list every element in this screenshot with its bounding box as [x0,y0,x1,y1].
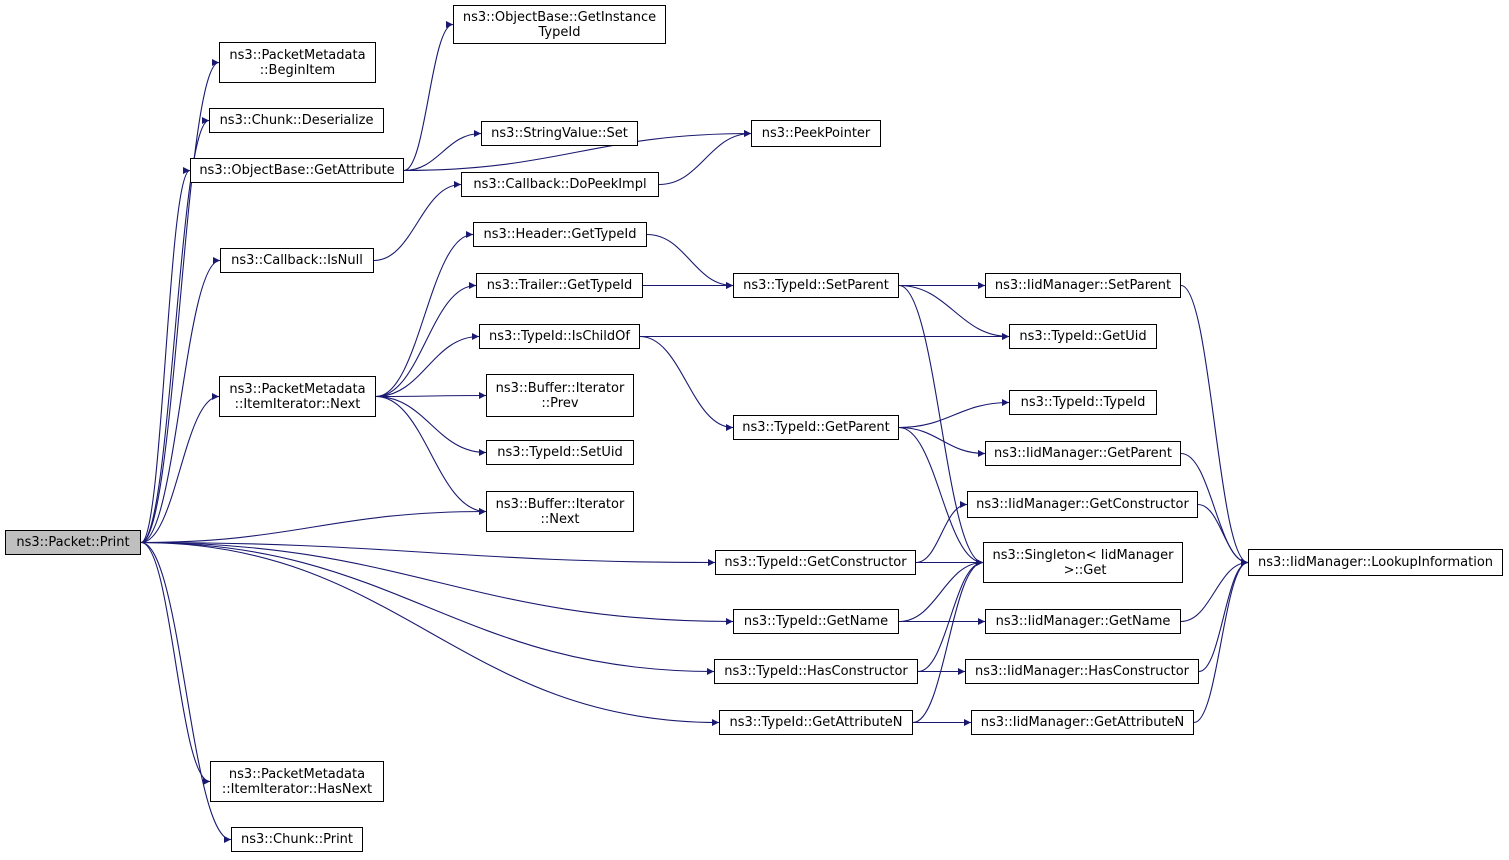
edge-itemnext-to-bufnext [375,395,487,515]
edge-iid-setparent-to-lookupinformation [1180,284,1249,566]
edge-getparent-to-typeidctor [898,399,1010,429]
node-stringset[interactable]: ns3::StringValue::Set [481,121,638,146]
node-itemnext[interactable]: ns3::PacketMetadata ::ItemIterator::Next [219,376,376,417]
node-getparent[interactable]: ns3::TypeId::GetParent [733,415,899,440]
edge-getparent-to-iid-getparent [898,426,986,457]
edge-getattribute-to-stringset [403,130,482,172]
edge-setparent-to-getuid [898,284,1010,340]
node-getconstructor[interactable]: ns3::TypeId::GetConstructor [715,550,916,575]
edge-print-to-chunkprint [140,541,232,843]
node-dopeekimpl[interactable]: ns3::Callback::DoPeekImpl [461,172,659,197]
edge-iid-getconstructor-to-lookupinformation [1197,503,1249,566]
node-beginitem[interactable]: ns3::PacketMetadata ::BeginItem [219,42,376,83]
node-getattribute[interactable]: ns3::ObjectBase::GetAttribute [190,158,404,183]
edge-print-to-beginitem [140,59,220,544]
node-iid-setparent[interactable]: ns3::IidManager::SetParent [985,273,1181,298]
node-headergettypeid[interactable]: ns3::Header::GetTypeId [473,222,647,247]
node-bufnext[interactable]: ns3::Buffer::Iterator ::Next [486,491,634,532]
node-getuid[interactable]: ns3::TypeId::GetUid [1009,324,1157,349]
node-peekpointer[interactable]: ns3::PeekPointer [751,120,881,147]
node-getname[interactable]: ns3::TypeId::GetName [733,609,899,634]
node-iid-getattributen[interactable]: ns3::IidManager::GetAttributeN [971,710,1194,735]
edge-getattribute-to-peekpointer [403,130,752,172]
node-isnull[interactable]: ns3::Callback::IsNull [220,248,374,273]
edge-headergettypeid-to-setparent [646,233,734,289]
node-bufprev[interactable]: ns3::Buffer::Iterator ::Prev [486,374,634,417]
edge-itemnext-to-bufprev [375,392,487,400]
node-iid-getname[interactable]: ns3::IidManager::GetName [985,609,1181,634]
edge-print-to-bufnext [140,508,487,544]
edge-iid-getattributen-to-lookupinformation [1193,559,1249,724]
edge-itemnext-to-setuid [375,395,487,456]
edge-print-to-getattributen [140,541,720,726]
node-getinstancetypeid[interactable]: ns3::ObjectBase::GetInstance TypeId [453,5,666,44]
edge-print-to-getconstructor [140,541,716,566]
edge-print-to-getname [140,541,734,625]
edge-print-to-deserialize [140,117,210,544]
node-print[interactable]: ns3::Packet::Print [5,530,141,555]
edge-ischildof-to-getparent [639,335,734,431]
edge-print-to-isnull [140,257,221,544]
node-typeidctor[interactable]: ns3::TypeId::TypeId [1009,390,1157,415]
node-setparent[interactable]: ns3::TypeId::SetParent [733,273,899,298]
node-ischildof[interactable]: ns3::TypeId::IsChildOf [479,324,640,349]
node-trailergettypeid[interactable]: ns3::Trailer::GetTypeId [476,273,643,298]
node-hasnext[interactable]: ns3::PacketMetadata ::ItemIterator::HasN… [210,761,384,802]
node-getattributen[interactable]: ns3::TypeId::GetAttributeN [719,710,913,735]
edge-print-to-itemnext [140,393,220,544]
edge-isnull-to-dopeekimpl [373,181,462,262]
edge-hasconstructor-to-singletonget [917,559,984,673]
node-deserialize[interactable]: ns3::Chunk::Deserialize [209,108,384,133]
node-lookupinformation[interactable]: ns3::IidManager::LookupInformation [1248,549,1503,576]
node-singletonget[interactable]: ns3::Singleton< IidManager >::Get [983,542,1183,583]
edge-itemnext-to-ischildof [375,333,480,398]
edge-itemnext-to-trailergettypeid [375,282,477,398]
node-chunkprint[interactable]: ns3::Chunk::Print [231,827,363,852]
edge-itemnext-to-headergettypeid [375,231,474,398]
node-setuid[interactable]: ns3::TypeId::SetUid [486,440,634,465]
node-hasconstructor[interactable]: ns3::TypeId::HasConstructor [714,659,918,684]
node-iid-getconstructor[interactable]: ns3::IidManager::GetConstructor [967,491,1198,518]
edge-getattribute-to-getinstancetypeid [403,21,454,172]
edge-setparent-to-singletonget [898,284,984,566]
edge-getattributen-to-singletonget [912,559,984,724]
edge-print-to-hasnext [140,541,211,785]
edge-getconstructor-to-iid-getconstructor [915,501,968,564]
edge-getname-to-singletonget [898,559,984,623]
edge-getparent-to-singletonget [898,426,984,566]
node-iid-hasconstructor[interactable]: ns3::IidManager::HasConstructor [965,659,1199,684]
edge-iid-getname-to-lookupinformation [1180,559,1249,623]
edge-dopeekimpl-to-peekpointer [658,130,752,186]
node-iid-getparent[interactable]: ns3::IidManager::GetParent [985,441,1181,466]
edge-print-to-hasconstructor [140,541,715,675]
edge-print-to-getattribute [140,167,191,544]
